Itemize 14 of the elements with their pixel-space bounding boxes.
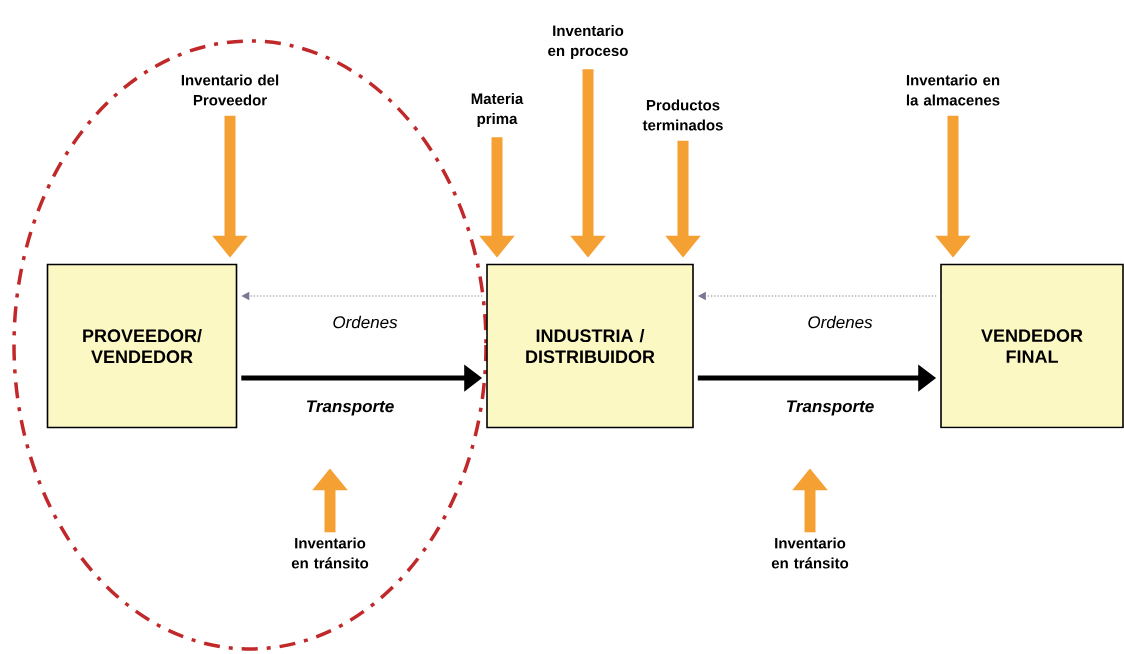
edge-label: Transporte (784, 399, 876, 417)
inventory-label: Inventario en tránsito (771, 537, 849, 569)
process-box: INDUSTRIA / DISTRIBUIDOR (486, 263, 694, 429)
inventory-label: Inventario en la almacenes (906, 74, 1000, 106)
inventory-label: Productos terminados (642, 99, 723, 131)
edge-label: Ordenes (331, 314, 399, 330)
inventory-label: Inventario en proceso (548, 25, 628, 59)
process-box: PROVEEDOR/ VENDEDOR (46, 263, 238, 429)
edge-label: Transporte (304, 399, 396, 417)
inventory-label: Inventario del Proveedor (181, 74, 279, 106)
process-box: VENDEDOR FINAL (940, 263, 1124, 429)
inventory-label: Materia prima (471, 93, 524, 127)
inventory-label: Inventario en tránsito (291, 537, 369, 569)
edge-label: Ordenes (806, 314, 874, 330)
